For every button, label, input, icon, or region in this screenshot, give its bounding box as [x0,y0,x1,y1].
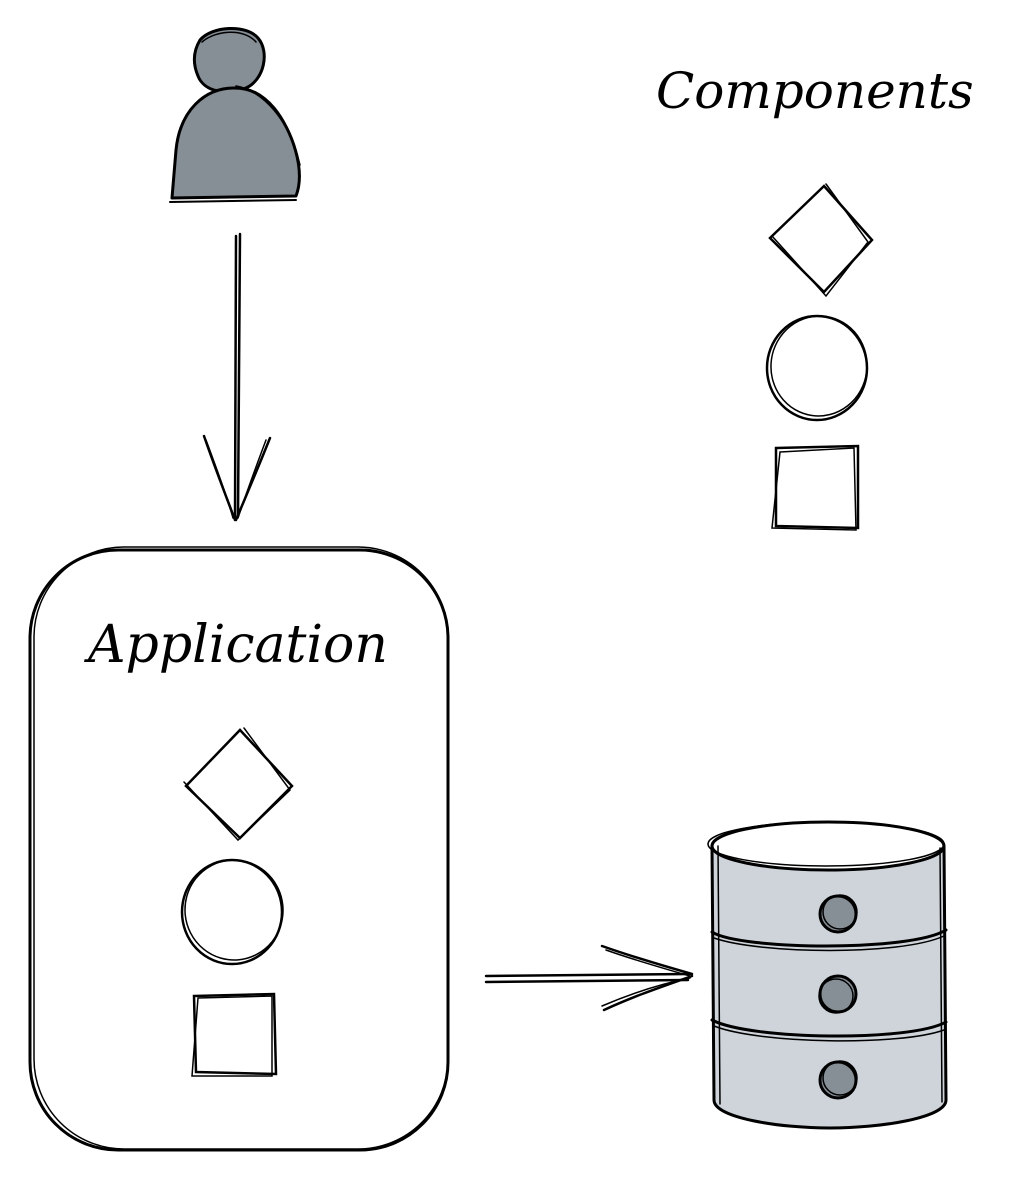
application-square-shape [191,992,278,1077]
database-indicator-bottom [818,1060,858,1100]
components-circle-shape [765,314,869,422]
application-title: Application [84,615,388,675]
user-head [192,26,266,94]
components-title: Components [656,62,974,120]
database-top [710,820,946,872]
database-icon [707,820,948,1130]
database-indicator-middle [818,974,858,1014]
application-diamond-shape [183,727,294,842]
application-circle-shape [180,858,284,966]
arrow-application-to-database [484,944,694,1012]
components-square-shape [771,444,860,531]
components-diamond-shape [768,183,874,298]
application-box [28,546,450,1152]
user-body [170,86,301,200]
arrow-user-to-application [202,232,272,522]
database-indicator-top [818,894,858,934]
user-icon [169,26,301,203]
